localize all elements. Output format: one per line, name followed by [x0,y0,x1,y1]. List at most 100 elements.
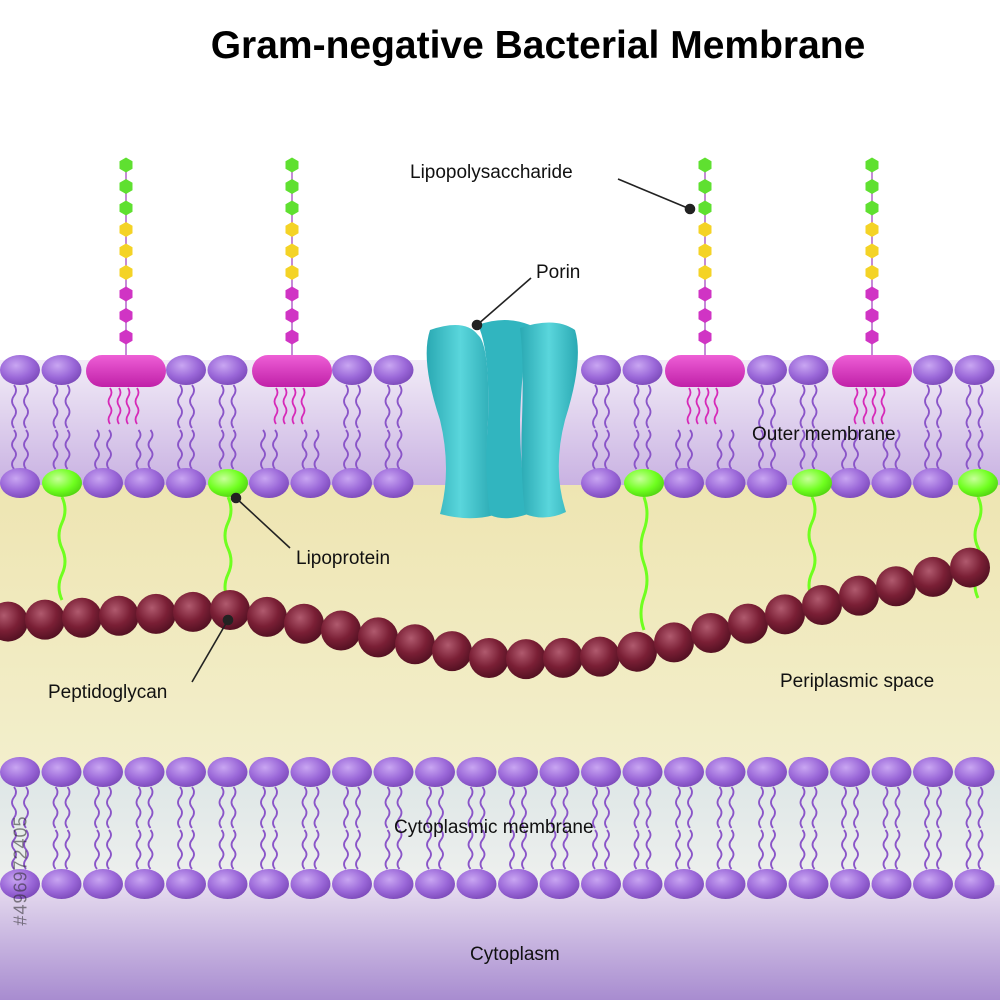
lipid-tail [438,786,444,829]
lps-pointer-dot [684,203,696,215]
lipoprotein-molecule [208,469,248,601]
peptidoglycan-bead [99,595,139,636]
phospholipid-head [249,468,289,498]
lipid-tail [396,786,403,829]
phospholipid-head [41,355,82,385]
phospholipid-head [788,355,829,385]
peptidoglycan-bead [25,599,65,640]
lipid-tail [147,786,154,829]
lipid-tail [687,429,693,470]
phospholipid-head [41,869,82,899]
peptidoglycan-bead [543,637,583,678]
lps-lipid-core [665,355,745,387]
lipid-tail [799,384,806,429]
lps-sugar-hexagon [119,222,133,237]
phospholipid-head [913,468,953,498]
lipid-tail [811,429,818,470]
peptidoglycan-chain [0,547,990,680]
phospholipid-head [0,869,40,899]
lps-sugar-hexagon [698,308,712,323]
peptidoglycan-bead [321,610,361,651]
lps-sugar-hexagon [698,243,712,259]
lipid-tail [147,829,154,870]
lps-sugar-hexagon [119,200,133,216]
lipid-tail [301,429,308,470]
lipid-tail [924,786,930,829]
lipid-tail [52,384,59,429]
lipid-tail [384,786,391,829]
lps-lipid-tail [300,387,306,425]
phospholipid-head [581,468,621,498]
lps-lipid-tail [853,387,859,425]
lps-sugar-hexagon [865,157,879,173]
lipid-tail [396,384,403,429]
lipid-tail [882,429,889,470]
lipid-tail [687,786,693,829]
phospholipid-head [581,355,621,385]
lipid-tail [728,429,735,470]
lipid-tail [23,829,29,870]
phospholipid-head [0,355,40,385]
lipid-tail [343,429,349,470]
peptidoglycan-bead [247,596,287,637]
lipid-tail [811,786,818,829]
label-cytoplasm: Cytoplasm [470,944,560,965]
lipid-tail [770,786,776,829]
lipid-tail [894,429,901,470]
peptidoglycan-bead [506,639,546,680]
peptidoglycan-bead [395,624,435,665]
lipid-tail [894,829,901,870]
lipopolysaccharide-molecule [252,157,332,425]
lipid-tail [64,384,71,429]
lipid-tail [977,429,984,470]
lps-sugar-hexagon [698,179,712,194]
phospholipid-head [332,468,372,498]
lipid-tail [977,786,984,829]
stock-watermark: #496972405 [10,815,31,926]
lipid-tail [189,429,195,470]
lipid-tail [106,429,112,470]
phospholipid-head [830,869,870,899]
lps-lipid-tail [134,387,140,425]
lipid-tail [230,429,237,470]
phospholipid-head [871,757,912,787]
lipid-tail [550,786,557,829]
phospholipid-head [415,757,455,787]
lipid-tail [135,829,142,870]
peptidoglycan-bead [210,590,250,630]
lps-lipid-tail [713,387,719,425]
lipopolysaccharide-molecule [832,157,912,425]
lipid-tail [592,429,598,470]
lipid-tail [965,829,972,870]
lps-lipid-tail [704,387,710,425]
lipid-tail [924,384,930,429]
phospholipid-head [249,869,289,899]
lps-sugar-hexagon [285,308,299,323]
lipid-tail [106,786,112,829]
lps-lipid-tail [125,387,131,425]
phospholipid-head [954,757,995,787]
peptidoglycan-pointer-dot [222,614,234,626]
phospholipid-head [788,869,829,899]
lipid-tail [384,384,391,429]
lipid-tail [592,384,598,429]
lipid-tail [853,786,859,829]
label-peptidoglycan: Peptidoglycan [48,682,168,703]
phospholipid-head [664,757,704,787]
lipid-tail [52,829,59,870]
lipoprotein-tail [639,496,649,631]
lipid-tail [313,829,320,870]
lipid-tail [23,429,29,470]
page-title: Gram-negative Bacterial Membrane [210,24,866,67]
lipid-tail [853,429,859,470]
phospholipid-head [747,869,787,899]
phospholipid-head [456,757,497,787]
peptidoglycan-bead [728,603,768,644]
lipid-tail [936,786,942,829]
lipid-tail [11,829,17,870]
peptidoglycan-bead [617,631,657,672]
lipid-tail [716,429,723,470]
phospholipid-head [747,468,787,498]
phospholipid-head [871,869,912,899]
